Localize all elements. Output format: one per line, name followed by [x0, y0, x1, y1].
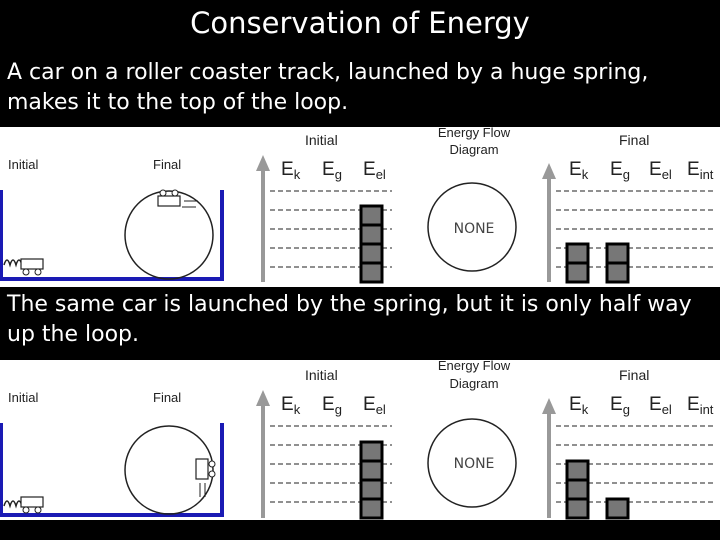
eg-label: Eg [610, 394, 630, 417]
ek-label: Ek [281, 159, 301, 182]
eint-label: Eint [687, 394, 714, 417]
ek-label: Ek [569, 159, 589, 182]
ek-label: Ek [569, 394, 589, 417]
energy-block-eg [607, 244, 628, 263]
axis-arrow-icon [542, 163, 556, 179]
eel-label: Eel [363, 159, 386, 182]
scenario-2-caption: The same car is launched by the spring, … [7, 290, 712, 350]
spring-icon [4, 260, 22, 265]
eint-label: Eint [687, 159, 714, 182]
axis-arrow-icon [256, 390, 270, 406]
axis-arrow-icon [256, 155, 270, 171]
energy-block-ek [567, 499, 588, 518]
final-chart-label: Final [619, 132, 649, 148]
energy-block-eel [361, 480, 382, 499]
track-initial-label: Initial [8, 157, 38, 172]
energy-block-ek [567, 461, 588, 480]
energy-block-eel [361, 244, 382, 263]
initial-chart-bars [361, 442, 382, 518]
energy-block-eel [361, 461, 382, 480]
car-final-icon [158, 190, 198, 207]
flow-label-line1: Energy Flow [438, 127, 511, 140]
final-chart-label: Final [619, 367, 649, 383]
scenario-2-diagram: Initial Final Initial Ek [0, 360, 720, 520]
energy-block-eel [361, 225, 382, 244]
energy-block-eg [607, 499, 628, 518]
eg-label: Eg [610, 159, 630, 182]
eg-label: Eg [322, 394, 342, 417]
energy-block-eel [361, 442, 382, 461]
car-initial-icon [21, 497, 43, 513]
energy-block-eg [607, 263, 628, 282]
scenario-1-panel: Initial Final Initial Ek [0, 127, 720, 287]
final-chart-bars [567, 244, 628, 282]
eel-label: Eel [649, 159, 672, 182]
initial-chart-bars [361, 206, 382, 282]
scenario-1-diagram: Initial Final Initial Ek [0, 127, 720, 287]
flow-label-line1: Energy Flow [438, 360, 511, 373]
eel-label: Eel [649, 394, 672, 417]
flow-label-line2: Diagram [449, 142, 498, 157]
scenario-1-caption: A car on a roller coaster track, launche… [7, 58, 712, 118]
energy-block-ek [567, 480, 588, 499]
ek-label: Ek [281, 394, 301, 417]
scenario-2-panel: Initial Final Initial Ek [0, 360, 720, 520]
energy-block-eel [361, 499, 382, 518]
car-initial-icon [21, 259, 43, 275]
final-chart-bars [567, 461, 628, 518]
energy-block-eel [361, 206, 382, 225]
energy-block-ek [567, 263, 588, 282]
slide-title: Conservation of Energy [0, 6, 720, 40]
eg-label: Eg [322, 159, 342, 182]
track-final-label: Final [153, 390, 181, 405]
initial-chart-label: Initial [305, 132, 338, 148]
energy-block-eel [361, 263, 382, 282]
track-initial-label: Initial [8, 390, 38, 405]
flow-label-line2: Diagram [449, 376, 498, 391]
spring-icon [4, 501, 22, 506]
initial-chart-label: Initial [305, 367, 338, 383]
energy-flow-text: NONE [454, 221, 495, 237]
axis-arrow-icon [542, 398, 556, 414]
energy-flow-text: NONE [454, 456, 495, 472]
eel-label: Eel [363, 394, 386, 417]
track-final-label: Final [153, 157, 181, 172]
energy-block-ek [567, 244, 588, 263]
